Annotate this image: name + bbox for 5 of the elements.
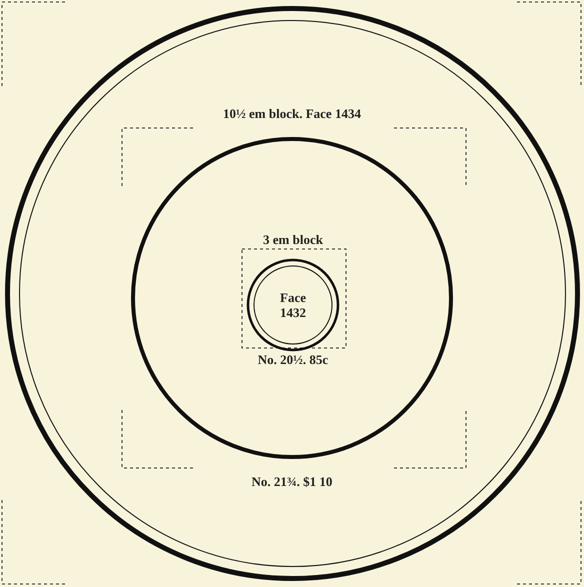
price-label: No. 20½. 85c xyxy=(256,352,330,367)
face-label: Face 1432 xyxy=(279,290,307,320)
price-label: No. 21¾. $1 10 xyxy=(250,474,334,489)
block-label: 3 em block xyxy=(262,232,324,247)
block-label: 10½ em block. Face 1434 xyxy=(222,106,362,121)
